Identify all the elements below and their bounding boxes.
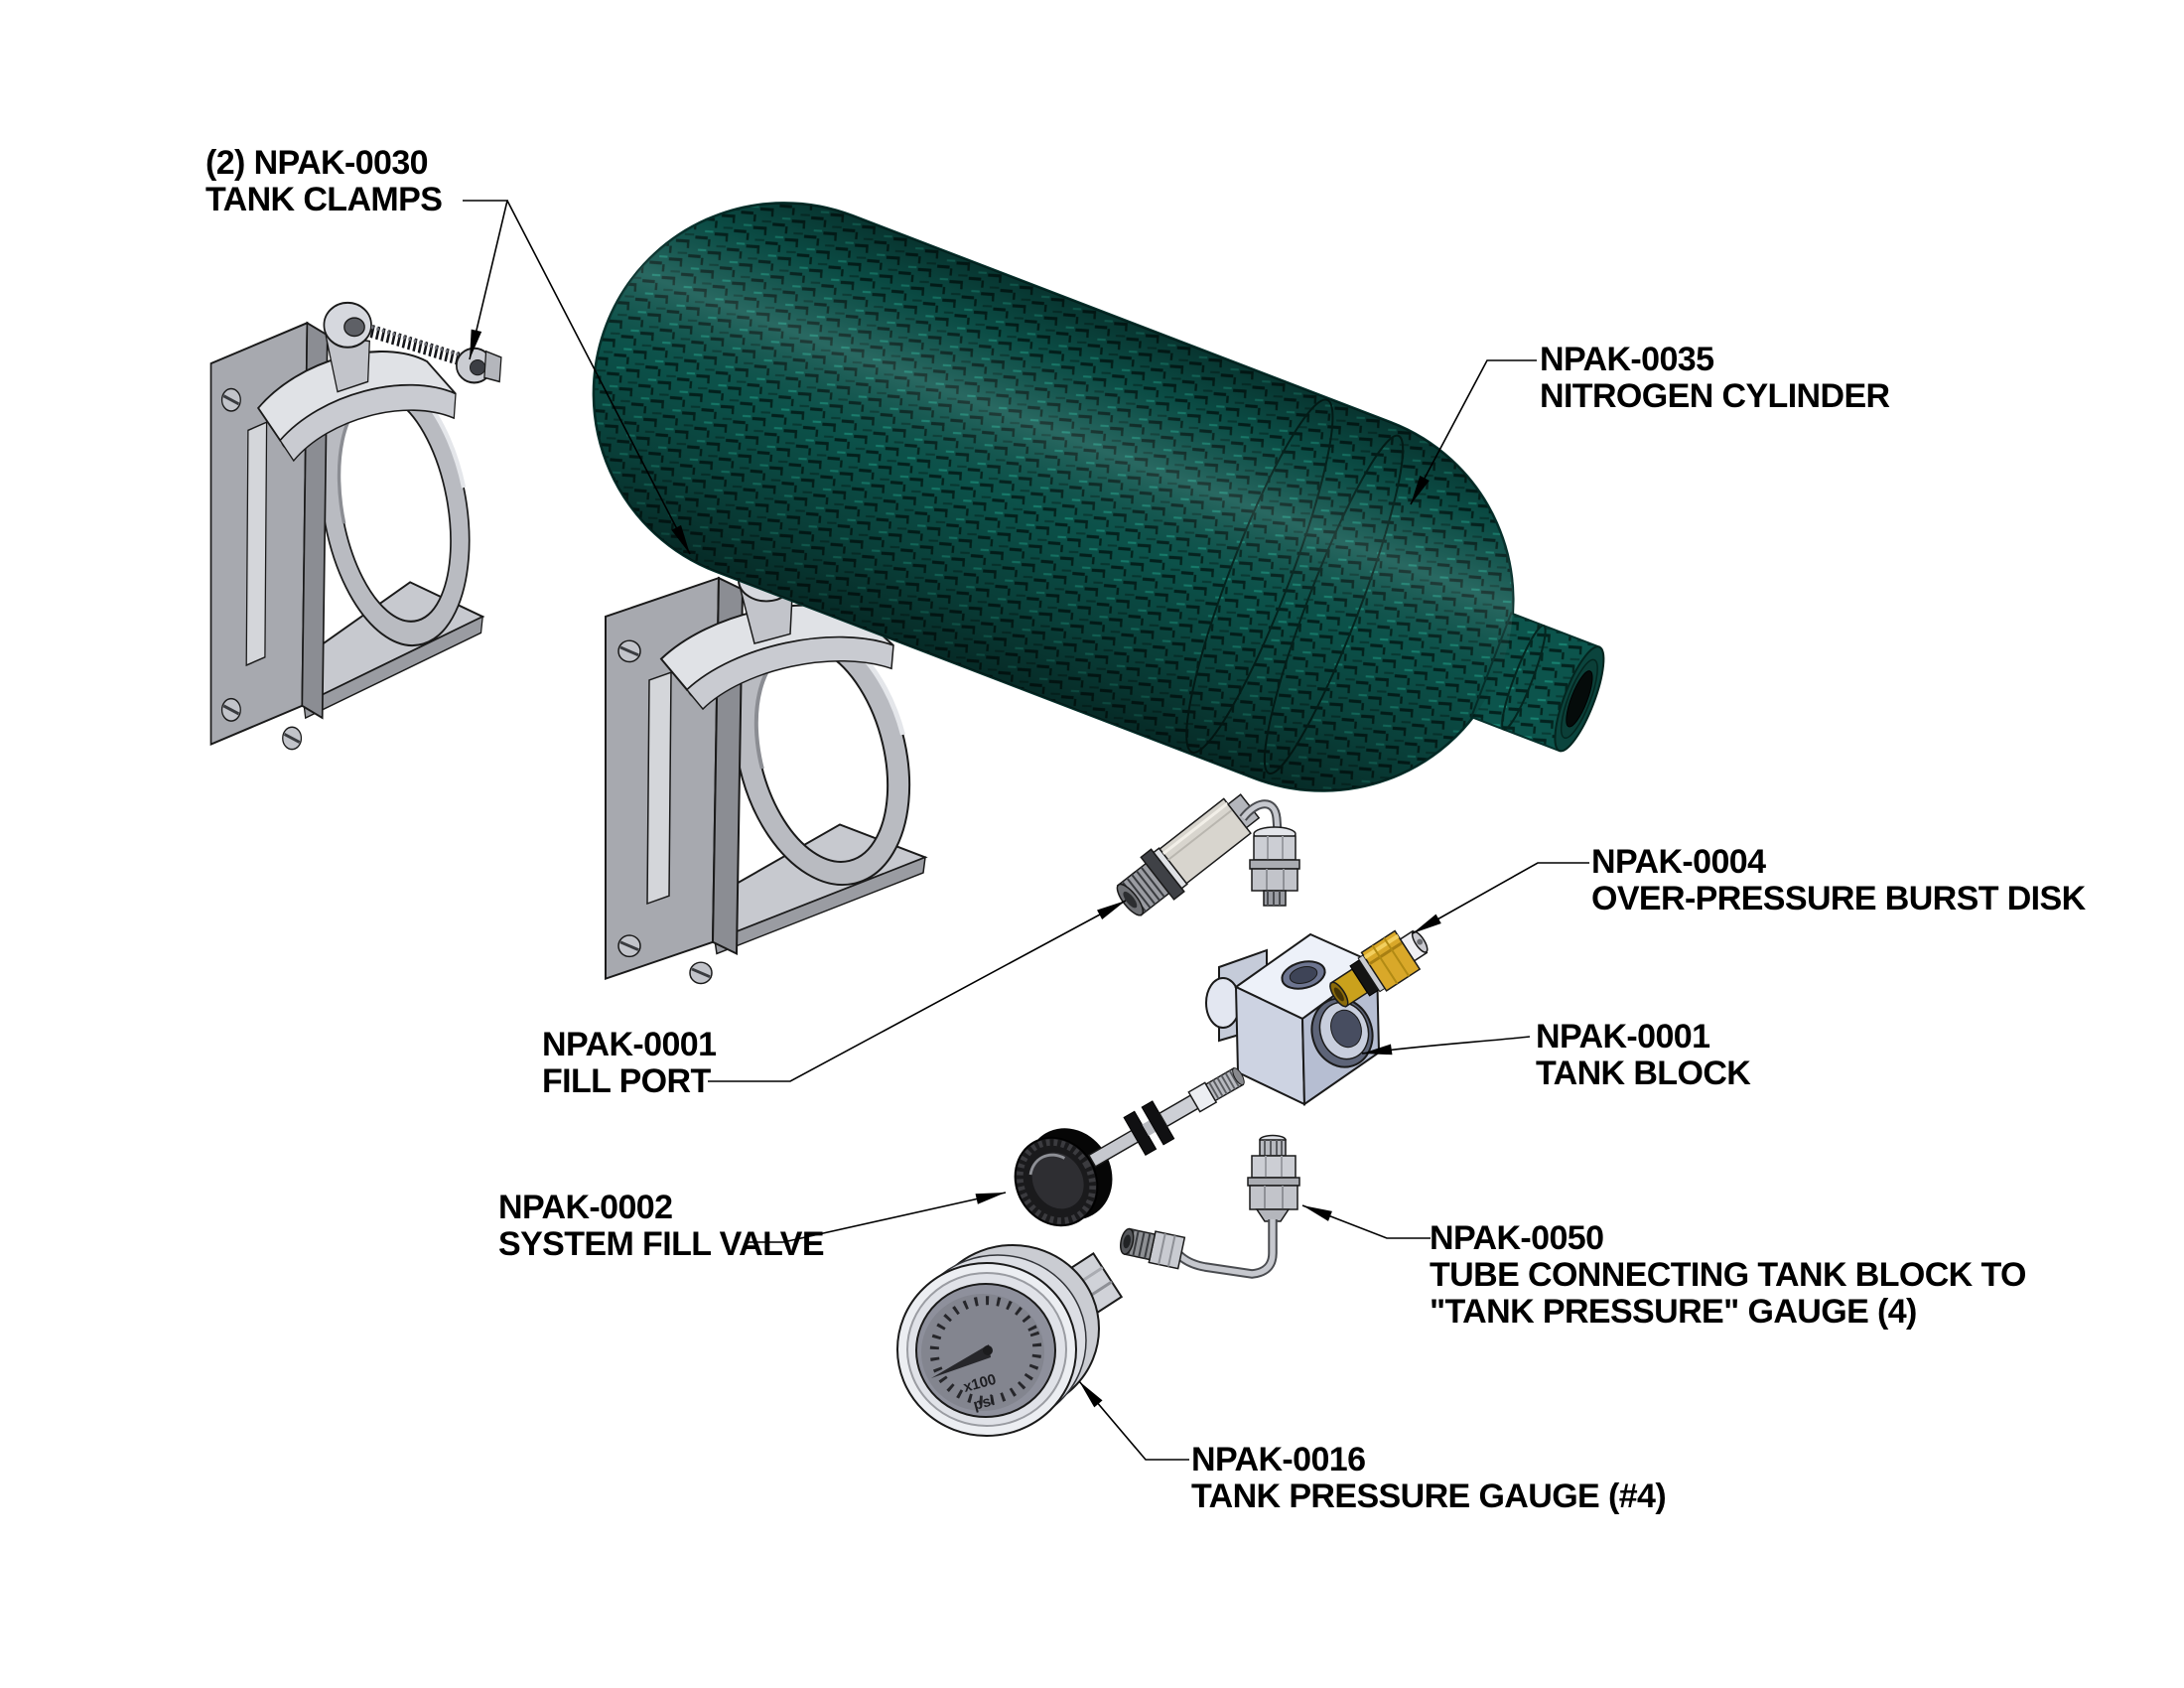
tank-block <box>1205 932 1381 1106</box>
label-fill-port: NPAK-0001 FILL PORT <box>542 1026 717 1100</box>
tube-assembly <box>1120 1134 1300 1279</box>
leader-lines <box>463 200 1589 1461</box>
label-tank-block-name: TANK BLOCK <box>1536 1055 1751 1092</box>
label-gauge-name: TANK PRESSURE GAUGE (#4) <box>1191 1477 1667 1515</box>
leader-tank-block <box>1361 1036 1531 1055</box>
system-fill-valve <box>1014 1066 1245 1227</box>
leader-gauge <box>1078 1380 1189 1461</box>
leader-tank-clamp-2 <box>506 200 691 555</box>
label-tank-clamps: (2) NPAK-0030 TANK CLAMPS <box>205 144 443 218</box>
label-tank-block: NPAK-0001 TANK BLOCK <box>1536 1018 1751 1092</box>
leader-fill-valve <box>746 1192 1007 1243</box>
nitrogen-cylinder <box>592 202 1605 792</box>
label-tank-clamps-name: TANK CLAMPS <box>205 181 443 218</box>
gauge-face-text-2: psi <box>972 1392 997 1414</box>
label-gauge: NPAK-0016 TANK PRESSURE GAUGE (#4) <box>1191 1441 1667 1515</box>
pressure-gauge: x100 psi <box>896 1244 1124 1437</box>
burst-disk <box>1329 929 1429 1008</box>
label-tube-name: TUBE CONNECTING TANK BLOCK TO <box>1430 1256 2026 1294</box>
label-tube-part: NPAK-0050 <box>1430 1219 1604 1257</box>
label-nitrogen-cylinder-part: NPAK-0035 <box>1540 341 1714 378</box>
label-gauge-part: NPAK-0016 <box>1191 1441 1366 1478</box>
leader-nitrogen-cylinder <box>1410 359 1537 505</box>
label-fill-port-name: FILL PORT <box>542 1062 711 1100</box>
label-fill-port-part: NPAK-0001 <box>542 1026 717 1063</box>
tank-clamp-1 <box>211 303 501 750</box>
label-tube: NPAK-0050 TUBE CONNECTING TANK BLOCK TO … <box>1430 1220 2026 1331</box>
label-tank-block-part: NPAK-0001 <box>1536 1018 1710 1055</box>
label-tank-clamps-part: (2) NPAK-0030 <box>205 144 429 182</box>
label-fill-valve-part: NPAK-0002 <box>498 1189 673 1226</box>
label-tube-name2: "TANK PRESSURE" GAUGE (4) <box>1430 1293 1917 1331</box>
label-burst-disk: NPAK-0004 OVER-PRESSURE BURST DISK <box>1591 844 2086 917</box>
label-nitrogen-cylinder-name: NITROGEN CYLINDER <box>1540 377 1890 415</box>
fill-port <box>1116 793 1300 916</box>
leader-tank-clamp-1 <box>463 200 509 360</box>
label-fill-valve-name: SYSTEM FILL VALVE <box>498 1225 825 1263</box>
label-fill-valve: NPAK-0002 SYSTEM FILL VALVE <box>498 1189 825 1263</box>
label-nitrogen-cylinder: NPAK-0035 NITROGEN CYLINDER <box>1540 341 1890 415</box>
leader-fill-port <box>708 900 1127 1082</box>
gauge-needle <box>931 1344 991 1378</box>
gauge-ticks <box>929 1296 1042 1405</box>
label-burst-disk-part: NPAK-0004 <box>1591 843 1766 881</box>
leader-tube <box>1301 1204 1431 1239</box>
label-burst-disk-name: OVER-PRESSURE BURST DISK <box>1591 880 2086 917</box>
leader-burst-disk <box>1412 862 1589 934</box>
